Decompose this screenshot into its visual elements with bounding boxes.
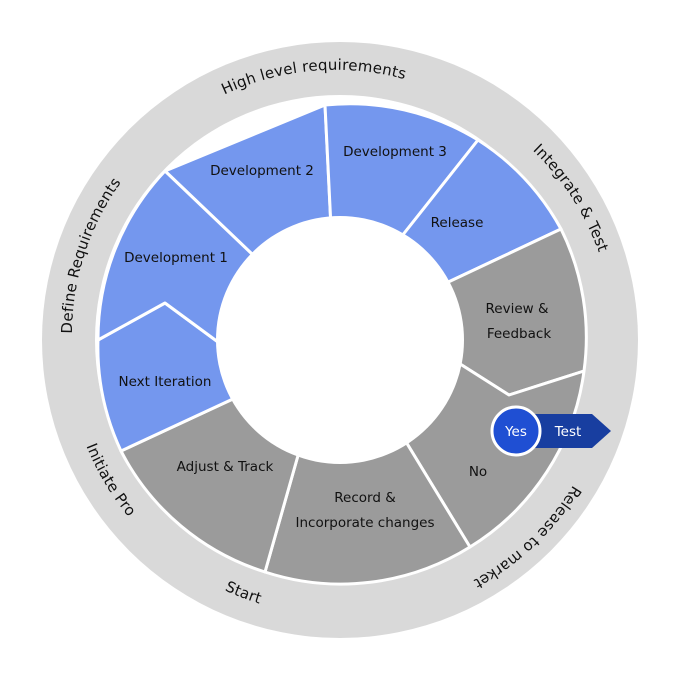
label-development-1: Development 1 [124,250,228,266]
segment-development-1 [96,169,255,344]
label-next-iteration: Next Iteration [118,374,211,390]
label-release: Release [431,215,484,231]
label-adjust-track: Adjust & Track [177,459,274,475]
label-development-3: Development 3 [343,144,447,160]
label-no: No [469,464,487,480]
test-label: Test [554,424,582,440]
yes-circle [490,405,542,457]
label-record-line1: Record & [334,490,396,506]
label-record-line2: Incorporate changes [295,515,434,531]
label-review-line2: Feedback [487,326,551,342]
center-hole [216,216,464,464]
test-arrow [530,414,611,448]
label-review-line1: Review & [486,301,549,317]
decision-tag: Yes Test [490,405,611,457]
yes-label: Yes [504,424,527,440]
label-development-2: Development 2 [210,163,314,179]
